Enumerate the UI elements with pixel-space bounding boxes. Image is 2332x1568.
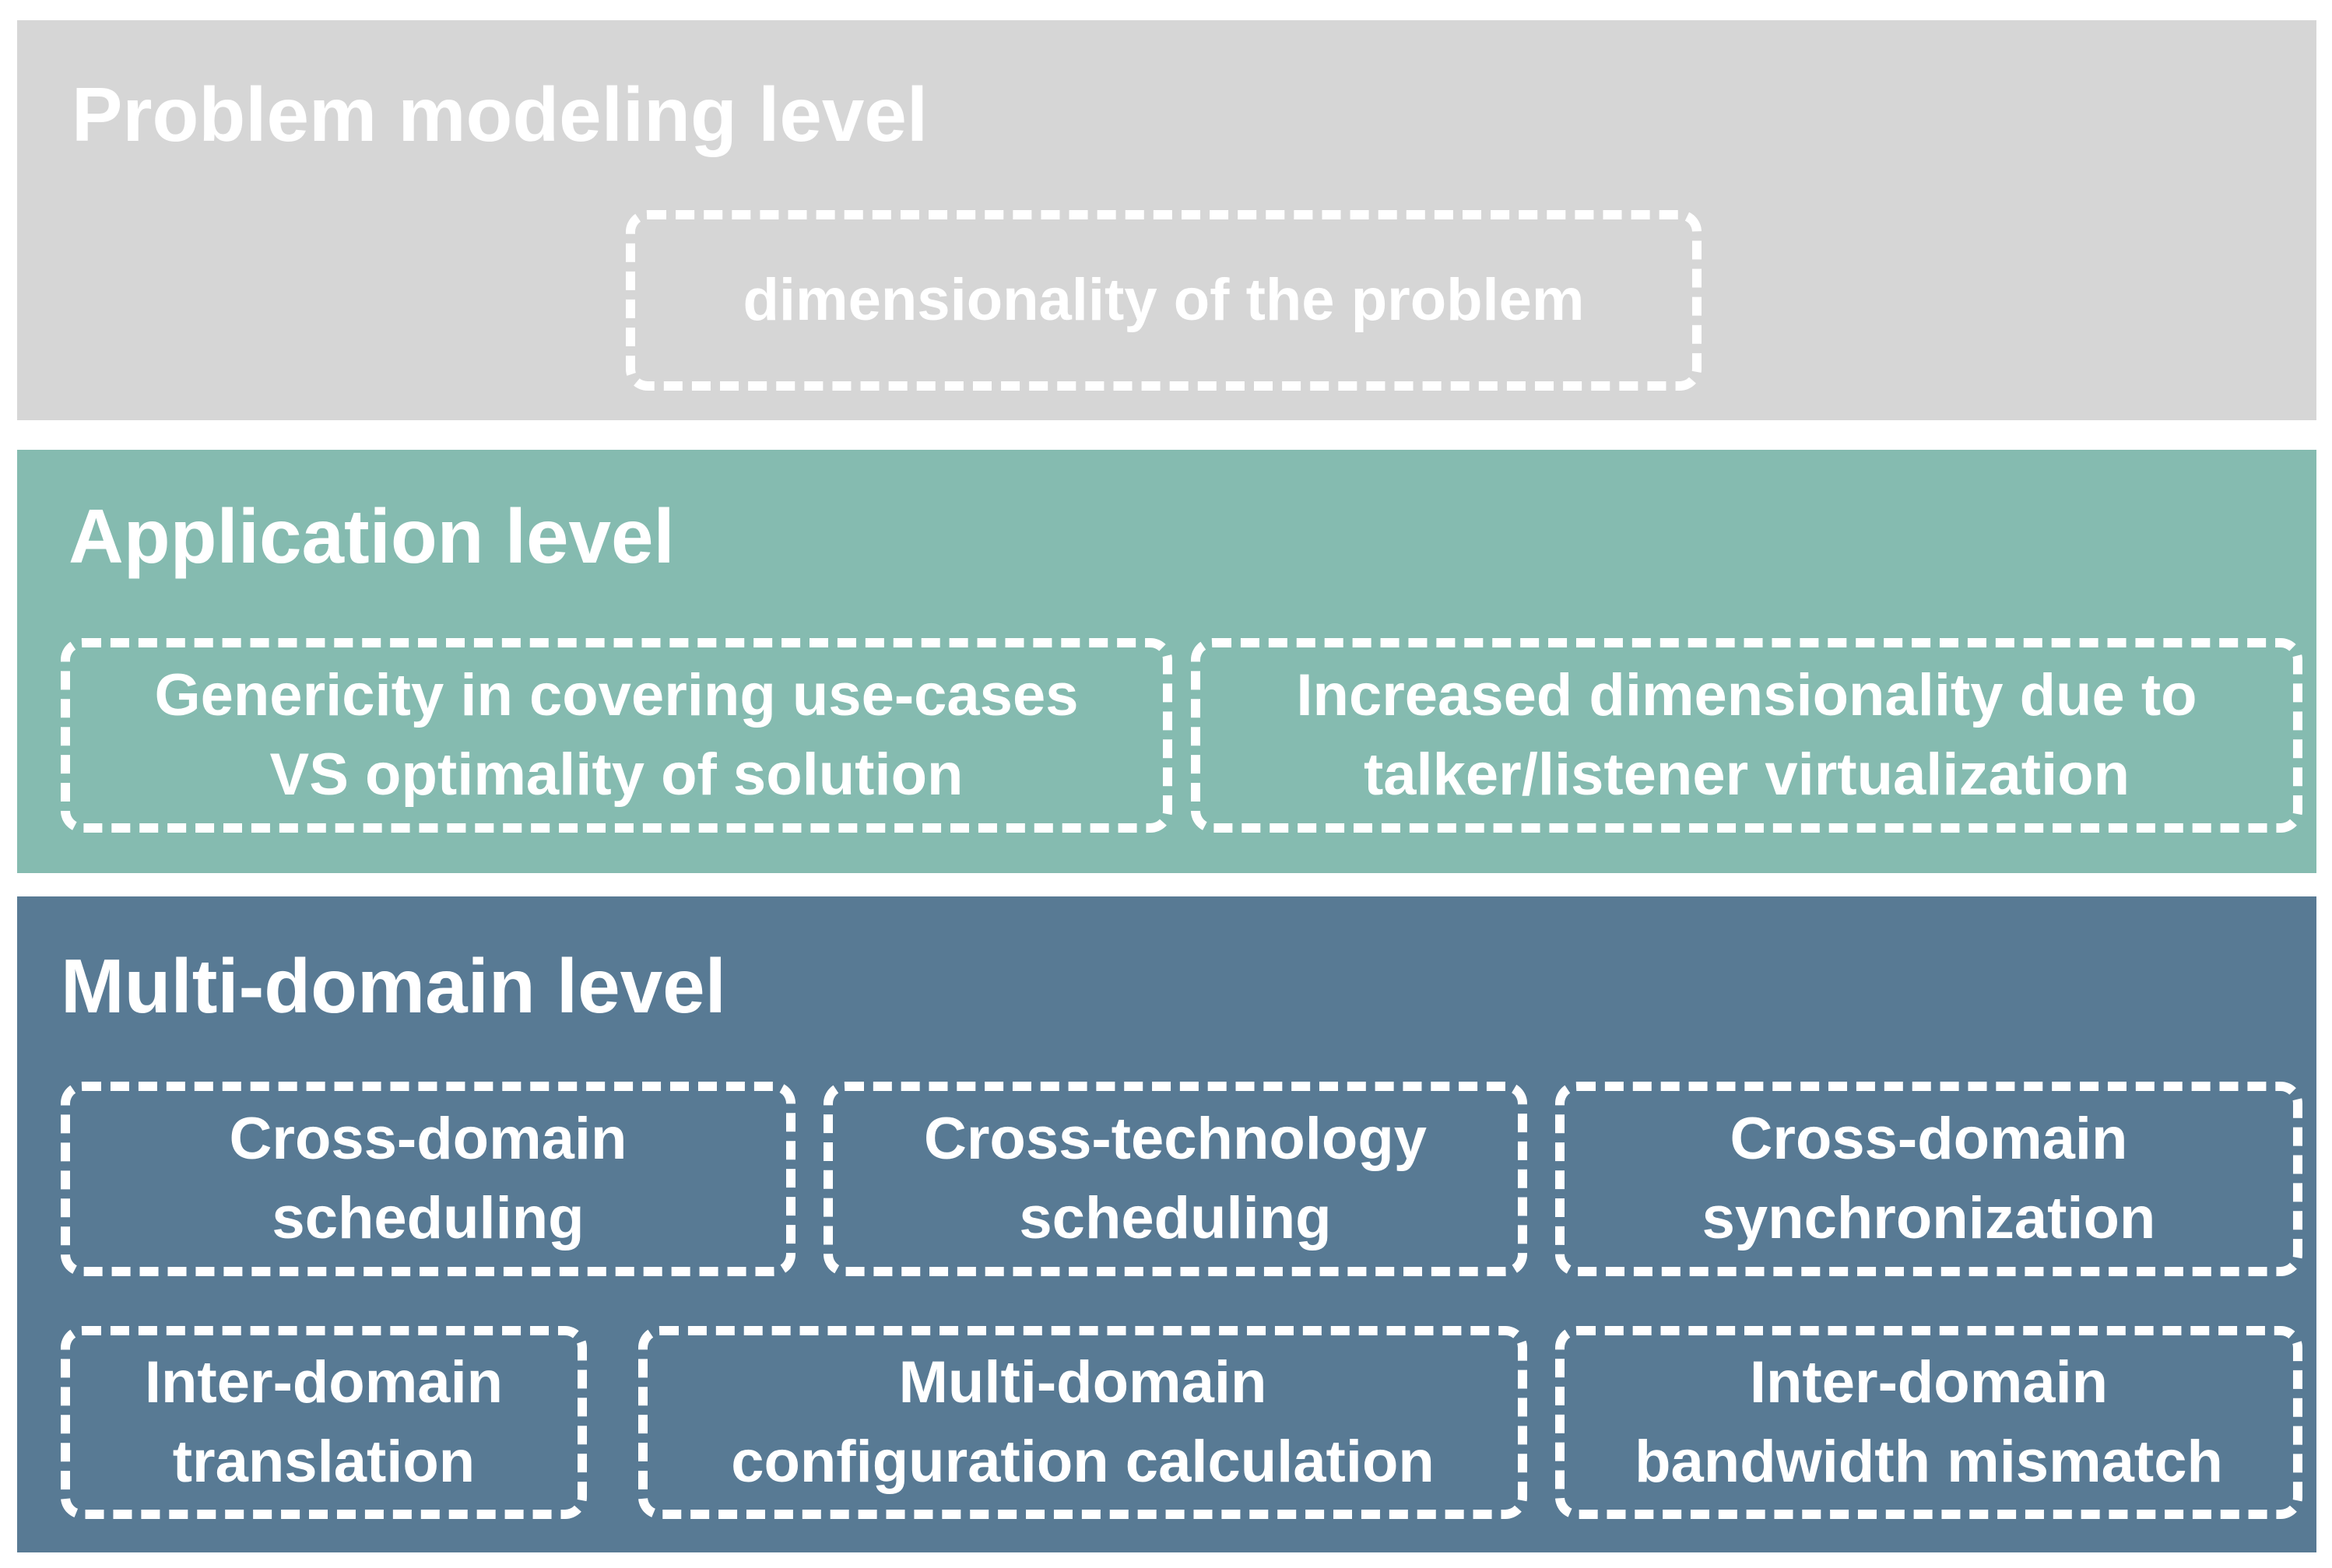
- problem-modeling-title: Problem modeling level: [72, 72, 929, 157]
- multidomain-configuration-box: Multi-domain configuration calculation: [638, 1326, 1527, 1519]
- cross-domain-synchronization-line-2: synchronization: [1702, 1185, 2156, 1251]
- genericity-line-2: VS optimality of solution: [269, 742, 964, 808]
- cross-domain-synchronization-box: Cross-domain synchronization: [1555, 1082, 2302, 1276]
- bandwidth-mismatch-line-1: Inter-domain: [1749, 1349, 2109, 1415]
- cross-domain-scheduling-line-2: scheduling: [272, 1185, 585, 1251]
- cross-technology-scheduling-box: Cross-technology scheduling: [824, 1082, 1527, 1276]
- inter-domain-translation-line-1: Inter-domain: [144, 1349, 504, 1415]
- bandwidth-mismatch-box: Inter-domain bandwidth mismatch: [1555, 1326, 2302, 1519]
- inter-domain-translation-line-2: translation: [172, 1429, 476, 1495]
- problem-modeling-band: Problem modeling level dimensionality of…: [17, 20, 2316, 420]
- inter-domain-translation-box: Inter-domain translation: [61, 1326, 587, 1519]
- cross-domain-scheduling-line-1: Cross-domain: [229, 1106, 627, 1172]
- dimensionality-box: dimensionality of the problem: [626, 210, 1702, 391]
- application-band: Application level Genericity in covering…: [17, 450, 2316, 873]
- multidomain-configuration-line-2: configuration calculation: [731, 1429, 1435, 1495]
- increased-dimensionality-box: Increased dimensionality due to talker/l…: [1191, 638, 2302, 833]
- multidomain-configuration-line-1: Multi-domain: [898, 1349, 1267, 1415]
- application-title: Application level: [68, 493, 675, 579]
- bandwidth-mismatch-line-2: bandwidth mismatch: [1635, 1429, 2223, 1495]
- increased-dimensionality-line-1: Increased dimensionality due to: [1296, 662, 2197, 728]
- multidomain-title: Multi-domain level: [61, 943, 726, 1029]
- genericity-line-1: Genericity in covering use-cases: [154, 662, 1079, 728]
- dimensionality-label: dimensionality of the problem: [743, 267, 1585, 333]
- cross-domain-synchronization-line-1: Cross-domain: [1730, 1106, 2128, 1172]
- increased-dimensionality-line-2: talker/listener virtualization: [1363, 742, 2130, 808]
- cross-technology-scheduling-line-1: Cross-technology: [923, 1106, 1428, 1172]
- multidomain-band: Multi-domain level Cross-domain scheduli…: [17, 896, 2316, 1552]
- genericity-box: Genericity in covering use-cases VS opti…: [61, 638, 1172, 833]
- cross-technology-scheduling-line-2: scheduling: [1019, 1185, 1332, 1251]
- cross-domain-scheduling-box: Cross-domain scheduling: [61, 1082, 795, 1276]
